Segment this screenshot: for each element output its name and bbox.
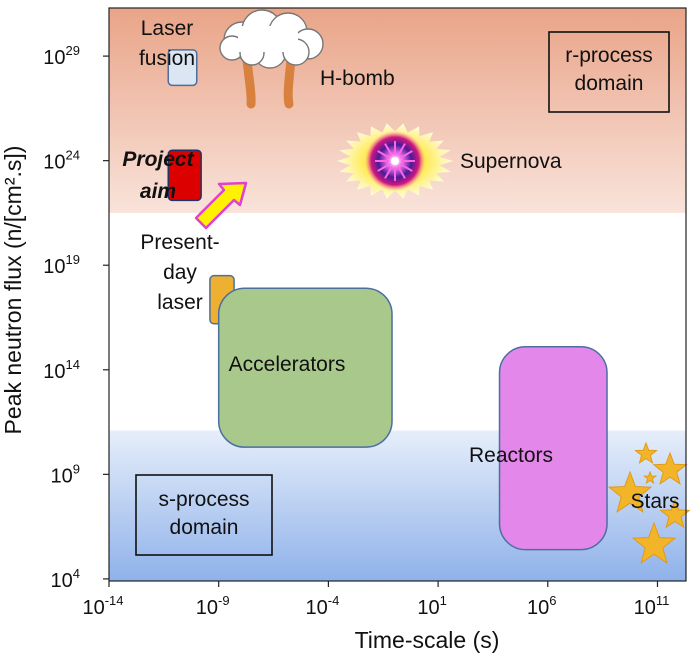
y-tick-exp: 29 (66, 43, 80, 58)
x-tick-base: 10 (527, 597, 549, 619)
laser-fusion-label-line: fusion (139, 47, 195, 70)
supernova-ray (377, 150, 391, 159)
project-aim-label-line: Project (122, 148, 194, 171)
supernova-ray (377, 163, 391, 172)
accelerators-label-line: Accelerators (229, 353, 346, 376)
x-tick-label: 101 (417, 593, 446, 619)
y-tick-base: 10 (43, 47, 65, 69)
y-tick-base: 10 (43, 152, 65, 174)
y-tick-exp: 19 (66, 252, 80, 267)
accelerators-box (217, 287, 393, 448)
present-day-laser-label-line: Present- (140, 231, 219, 254)
y-tick-base: 10 (43, 256, 65, 278)
x-tick-base: 10 (196, 597, 218, 619)
h-bomb-label: H-bomb (320, 67, 395, 90)
y-tick-label: 1014 (43, 357, 80, 383)
y-tick-exp: 24 (66, 148, 80, 163)
y-axis-label: Peak neutron flux (n/[cm².s]) (0, 146, 26, 435)
reactors-label: Reactors (469, 444, 553, 467)
r-process-label-box (548, 31, 670, 113)
x-tick-label: 10-9 (196, 593, 230, 619)
y-tick-label: 1024 (43, 148, 80, 174)
supernova-ray (399, 163, 413, 172)
x-tick-label: 106 (527, 593, 556, 619)
y-tick-exp: 4 (73, 566, 80, 581)
plot-frame (108, 7, 687, 582)
x-tick-exp: 11 (656, 593, 670, 608)
s-process-label-box (135, 474, 273, 556)
y-tick-label: 1019 (43, 252, 80, 278)
supernova-ray (384, 165, 393, 179)
x-tick-base: 10 (634, 597, 656, 619)
arrow-up-right-icon (194, 181, 248, 230)
x-tick-base: 10 (417, 597, 439, 619)
x-tick-exp: -4 (328, 593, 340, 608)
y-tick-base: 10 (51, 465, 73, 487)
mushroom-cloud-icon (219, 9, 324, 109)
x-tick-label: 1011 (634, 593, 670, 619)
x-tick-exp: -9 (218, 593, 230, 608)
laser-fusion-box (167, 49, 198, 87)
x-axis-label: Time-scale (s) (355, 627, 500, 653)
supernova-label: Supernova (460, 150, 562, 173)
stars-icon (607, 441, 691, 564)
y-tick-base: 10 (51, 570, 73, 592)
r-process-label-line: domain (575, 72, 644, 95)
laser-fusion-label-line: Laser (141, 17, 194, 40)
r-process-label: r-process domain (565, 44, 653, 95)
present-day-laser-label-line: laser (157, 291, 203, 314)
y-tick-label: 109 (51, 461, 80, 487)
accelerators-label: Accelerators (229, 353, 346, 376)
s-process-label: s-process domain (158, 488, 249, 539)
x-tick-base: 10 (305, 597, 327, 619)
mushroom-stem-left (242, 55, 256, 109)
supernova-ray (397, 165, 406, 179)
star-small (634, 441, 658, 465)
present-day-laser-label-line: day (163, 261, 197, 284)
s-process-label-line: s-process (158, 488, 249, 511)
project-aim-label-line: aim (140, 180, 176, 203)
x-tick-exp: 1 (440, 593, 447, 608)
supernova-icon (337, 123, 453, 199)
star-bottom (631, 521, 677, 564)
supernova-ray (399, 150, 413, 159)
y-tick-base: 10 (43, 361, 65, 383)
reactors-box (498, 346, 608, 551)
y-tick-label: 104 (51, 566, 80, 592)
y-tick-label: 1029 (43, 43, 80, 69)
x-tick-label: 10-4 (305, 593, 339, 619)
x-tick-exp: 6 (549, 593, 556, 608)
y-tick-exp: 9 (73, 461, 80, 476)
star-medium (652, 451, 688, 485)
cloud-fill (238, 26, 298, 52)
stars-label: Stars (630, 490, 679, 513)
project-aim-label: Project aim (122, 148, 194, 203)
star-tiny (642, 470, 658, 485)
supernova-ray (397, 143, 406, 157)
project-aim-box (167, 149, 202, 202)
supernova-center (391, 157, 399, 165)
s-process-label-line: domain (170, 516, 239, 539)
mushroom-stem-right (283, 55, 296, 109)
r-process-label-line: r-process (565, 44, 653, 67)
present-day-laser-label: Present-day laser (140, 231, 219, 314)
x-tick-exp: -14 (105, 593, 124, 608)
x-tick-base: 10 (82, 597, 104, 619)
y-tick-exp: 14 (66, 357, 80, 372)
laser-fusion-label: Laser fusion (139, 17, 195, 70)
supernova-ray (384, 143, 393, 157)
star-large-left (607, 470, 653, 513)
x-tick-label: 10-14 (82, 593, 123, 619)
reactors-label-line: Reactors (469, 444, 553, 467)
